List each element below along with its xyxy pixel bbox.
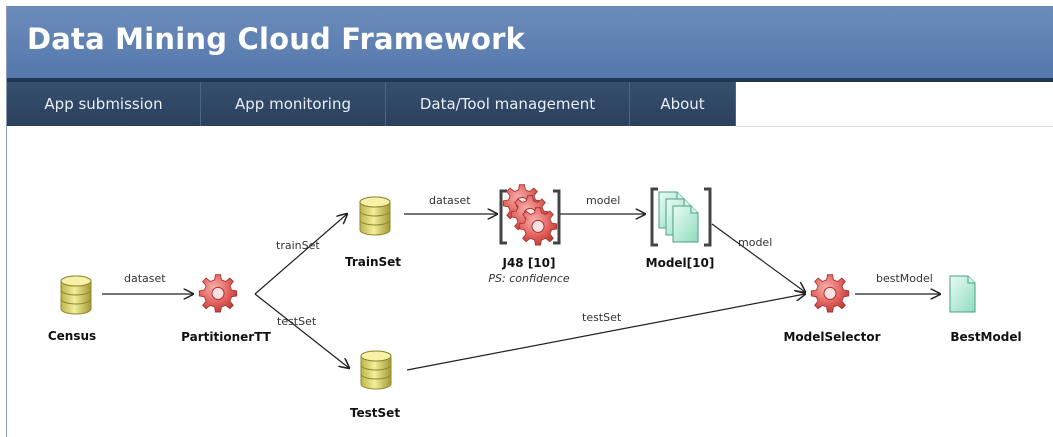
nav-app-submission[interactable]: App submission — [7, 82, 201, 126]
node-label: Census — [48, 329, 96, 343]
edge-label: model — [586, 194, 620, 207]
gear-icon — [810, 274, 850, 313]
node-testset[interactable]: TestSet — [350, 350, 400, 420]
edge-label: bestModel — [876, 272, 933, 285]
edge-label: trainSet — [276, 239, 320, 252]
edge-label: testSet — [277, 315, 317, 328]
node-census[interactable]: Census — [48, 275, 96, 343]
nav-separator — [7, 78, 1053, 82]
node-label: J48 [10] — [501, 256, 555, 270]
node-label: Model[10] — [646, 256, 715, 270]
node-label: BestModel — [950, 330, 1021, 344]
node-modelselector[interactable]: ModelSelector — [783, 274, 881, 344]
app-title: Data Mining Cloud Framework — [27, 22, 526, 56]
edge-label: dataset — [429, 194, 471, 207]
edge-label: model — [738, 236, 772, 249]
edge-label: testSet — [582, 311, 622, 324]
document-array-icon — [650, 187, 712, 247]
edge-testset-selector — [406, 294, 805, 371]
nav-about[interactable]: About — [630, 82, 736, 126]
database-icon — [359, 196, 391, 236]
database-icon — [360, 350, 392, 390]
node-bestmodel[interactable]: BestModel — [949, 275, 1022, 344]
node-label: TestSet — [350, 406, 400, 420]
database-icon — [60, 275, 92, 315]
node-sublabel: PS: confidence — [488, 272, 569, 285]
nav-data-tool-management[interactable]: Data/Tool management — [386, 82, 630, 126]
node-model[interactable]: Model[10] — [646, 187, 715, 270]
edge-partitioner-testset — [254, 293, 349, 368]
node-trainset[interactable]: TrainSet — [345, 196, 401, 269]
node-label: TrainSet — [345, 255, 401, 269]
workflow-edges — [102, 214, 940, 371]
node-partitionertt[interactable]: PartitionerTT — [181, 274, 272, 344]
node-j48[interactable]: J48 [10] PS: confidence — [488, 184, 570, 285]
main-nav: App submission App monitoring Data/Tool … — [7, 82, 1053, 127]
edge-model-selector — [711, 223, 805, 292]
nav-app-monitoring[interactable]: App monitoring — [201, 82, 386, 126]
workflow-canvas: dataset trainSet testSet dataset model m… — [48, 184, 1022, 420]
nav-empty-area — [736, 82, 1053, 127]
title-bar: Data Mining Cloud Framework — [7, 6, 1053, 78]
app-window: Data Mining Cloud Framework App submissi… — [6, 6, 1053, 437]
node-label: ModelSelector — [783, 330, 880, 344]
node-label: PartitionerTT — [181, 330, 271, 344]
gear-array-icon — [499, 184, 561, 246]
edge-partitioner-trainset — [254, 214, 347, 295]
document-icon — [949, 275, 976, 313]
gear-icon — [198, 274, 238, 313]
edge-label: dataset — [124, 272, 166, 285]
